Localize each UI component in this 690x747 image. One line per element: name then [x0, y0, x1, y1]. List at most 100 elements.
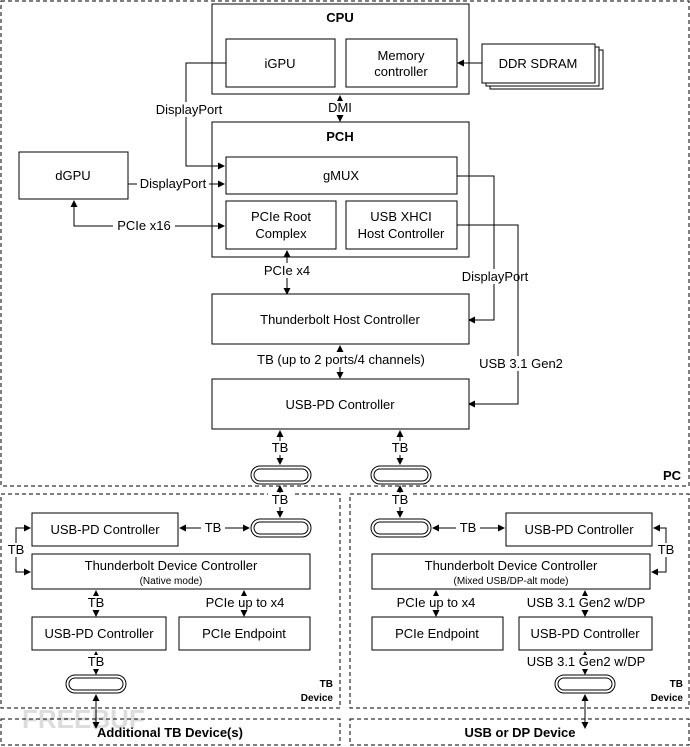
left-inner-tb-label: TB	[88, 595, 105, 610]
right-tb-device-label: TB	[670, 679, 683, 690]
pcie-root-label-2: Complex	[255, 226, 307, 241]
pcie-x4-label: PCIe x4	[264, 263, 310, 278]
thunderbolt-host-controller-block	[211, 293, 470, 345]
left-usb-pd-controller-bottom-label: USB-PD Controller	[44, 626, 154, 641]
additional-tb-region	[0, 718, 341, 746]
tb-ports-label: TB (up to 2 ports/4 channels)	[257, 352, 425, 367]
left-tb-device-region	[0, 493, 341, 709]
thunderbolt-host-controller-label: Thunderbolt Host Controller	[260, 312, 420, 327]
igpu-label: iGPU	[264, 56, 295, 71]
pc-left-tb-label: TB	[272, 440, 289, 455]
usb-dp-label: USB or DP Device	[464, 725, 575, 740]
right-usb-pd-controller-top-label: USB-PD Controller	[524, 522, 634, 537]
left-bottom-tb-label: TB	[88, 654, 105, 669]
dgpu-displayport-label: DisplayPort	[140, 176, 207, 191]
right-usb31-dp-label: USB 3.1 Gen2 w/DP	[527, 595, 646, 610]
left-tb-mode-label: (Native mode)	[140, 576, 203, 587]
right-bottom-usb31-dp-label-bg	[526, 655, 646, 669]
usb-xhci-label-1: USB XHCI	[370, 209, 431, 224]
left-pcie-endpoint-label: PCIe Endpoint	[202, 626, 286, 641]
right-pcie-label-bg	[395, 596, 477, 610]
left-side-tb-label-bg	[5, 543, 27, 557]
dgpu-displayport-label-bg	[137, 177, 209, 191]
right-tb-mode-label: (Mixed USB/DP-alt mode)	[453, 576, 568, 587]
left-usb-pd-controller-bottom-block	[31, 616, 167, 651]
right-displayport-label-bg	[460, 269, 530, 284]
right-pcie-label: PCIe up to x4	[397, 595, 476, 610]
right-displayport-label: DisplayPort	[462, 269, 529, 284]
left-tb-device-label: TB	[320, 679, 333, 690]
right-pcie-endpoint-label: PCIe Endpoint	[395, 626, 479, 641]
watermark: FREEBUF	[22, 704, 145, 734]
left-bottom-tb-label-bg	[84, 655, 108, 669]
right-port-tb-label-bg	[456, 521, 480, 535]
igpu-block	[225, 38, 336, 88]
right-pcie-endpoint-block	[371, 616, 504, 651]
left-tb-device-controller-block	[31, 553, 311, 590]
left-usb-pd-controller-top-block	[31, 512, 179, 547]
pcie-root-complex-block	[225, 200, 337, 250]
left-cable-tb-label: TB	[272, 492, 289, 507]
usb31-gen2-link	[457, 224, 519, 408]
left-side-tb-label: TB	[8, 542, 25, 557]
right-tb-device-controller-block	[371, 553, 651, 590]
right-bottom-port-inner	[557, 677, 613, 691]
right-cable-tb-label: TB	[392, 492, 409, 507]
left-device-port-inner	[253, 521, 309, 535]
igpu-displayport-label-bg	[150, 102, 226, 117]
dgpu-block	[18, 151, 129, 200]
right-usb-pd-controller-top-block	[505, 512, 653, 547]
pc-right-tb-label: TB	[392, 440, 409, 455]
right-port-tb-label: TB	[460, 520, 477, 535]
left-port-tb-label: TB	[205, 520, 222, 535]
left-pcie-label: PCIe up to x4	[206, 595, 285, 610]
usb-pd-controller-pc-block	[211, 378, 470, 430]
pch-label: PCH	[326, 129, 353, 144]
right-side-tb-label: TB	[658, 542, 675, 557]
left-cable-tb-label-bg	[268, 493, 292, 507]
right-tb-device-region	[349, 493, 690, 709]
igpu-displayport-label: DisplayPort	[156, 102, 223, 117]
tb-ports-label-bg	[252, 352, 430, 367]
usb-xhci-label-2: Host Controller	[358, 226, 445, 241]
pcie-x16-label-bg	[113, 219, 175, 233]
left-usb-pd-controller-top-label: USB-PD Controller	[50, 522, 160, 537]
right-tb-device-controller-label: Thunderbolt Device Controller	[425, 558, 598, 573]
right-usb-pd-controller-bottom-block	[518, 616, 653, 651]
pcie-x4-label-bg	[260, 263, 314, 278]
left-pcie-label-bg	[204, 596, 286, 610]
dmi-label: DMI	[328, 100, 352, 115]
left-pcie-endpoint-block	[178, 616, 311, 651]
right-bottom-usb31-dp-label: USB 3.1 Gen2 w/DP	[527, 654, 646, 669]
right-side-tb-label-bg	[655, 543, 677, 557]
ddr-sdram-label: DDR SDRAM	[499, 56, 578, 71]
cpu-label: CPU	[326, 10, 353, 25]
gmux-label: gMUX	[323, 168, 359, 183]
pc-left-tb-label-bg	[268, 441, 292, 455]
dgpu-label: dGPU	[55, 168, 90, 183]
usb31-label: USB 3.1 Gen2	[479, 356, 563, 371]
usb-dp-region	[349, 718, 690, 746]
right-usb-pd-controller-bottom-label: USB-PD Controller	[530, 626, 640, 641]
memory-controller-label-2: controller	[374, 64, 428, 79]
usb31-label-bg	[476, 356, 566, 371]
pcie-x16-label: PCIe x16	[117, 218, 170, 233]
memory-controller-block	[345, 38, 458, 88]
gmux-displayport-link	[457, 175, 495, 324]
right-device-port-inner	[373, 521, 429, 535]
right-cable-tb-label-bg	[388, 493, 412, 507]
memory-controller-label-1: Memory	[378, 48, 425, 63]
usb-pd-controller-pc-label: USB-PD Controller	[285, 397, 395, 412]
pc-right-tb-label-bg	[388, 441, 412, 455]
pcie-root-label-1: PCIe Root	[251, 209, 311, 224]
left-inner-tb-label-bg	[84, 596, 108, 610]
dmi-label-bg	[326, 101, 354, 115]
right-usb31-dp-label-bg	[526, 596, 646, 610]
left-bottom-port-inner	[68, 677, 124, 691]
left-port-tb-label-bg	[201, 521, 225, 535]
additional-tb-label: Additional TB Device(s)	[97, 725, 243, 740]
pc-left-port-inner	[253, 468, 309, 482]
pc-region-label: PC	[663, 468, 682, 483]
ddr-sdram-block	[481, 43, 596, 84]
